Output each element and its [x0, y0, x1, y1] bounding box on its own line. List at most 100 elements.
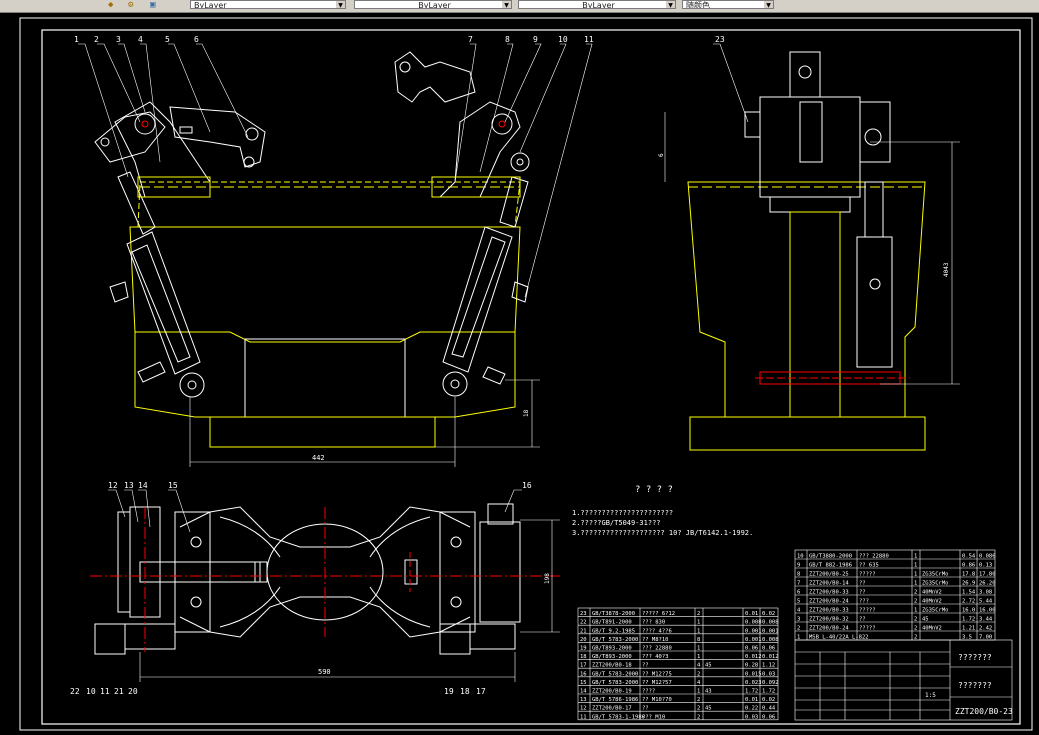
table-cell: 20 — [580, 637, 587, 643]
table-cell: ZZT200/B0-17 — [592, 706, 632, 712]
table-cell: 1 — [914, 563, 917, 569]
drawing-canvas[interactable]: 1 2 3 4 5 6 7 8 9 10 11 442 18 — [0, 12, 1039, 735]
table-cell: 8 — [797, 572, 800, 578]
table-cell: 2.42 — [979, 626, 992, 632]
table-cell: 3.44 — [979, 617, 993, 623]
chevron-down-icon[interactable]: ▼ — [502, 1, 511, 8]
table-cell: 5 — [797, 599, 800, 605]
table-cell: GB/T 882-1986 — [809, 563, 852, 569]
side-view — [664, 43, 960, 451]
table-cell: ?? 635 — [859, 563, 879, 569]
table-cell: ?? M10?70 — [642, 697, 672, 703]
table-cell: 40MnV2 — [922, 590, 942, 596]
part-label: 6 — [194, 35, 199, 44]
inner-border — [41, 29, 1021, 725]
front-view — [78, 43, 593, 467]
table-cell: ZG35CrMo — [922, 581, 949, 587]
table-cell: 4 — [697, 680, 701, 686]
table-cell: ?? — [642, 663, 649, 669]
table-cell: 0.01 — [745, 611, 758, 617]
table-cell: 1 — [914, 572, 917, 578]
table-cell: 1 — [914, 581, 917, 587]
part-label: 18 — [460, 687, 470, 696]
table-cell: 0.001 — [745, 637, 762, 643]
table-cell: 1.12 — [762, 663, 775, 669]
outer-border — [19, 17, 1033, 731]
linetype-combo[interactable]: ByLayer ▼ — [354, 0, 512, 9]
part-label: 3 — [116, 35, 121, 44]
dimension-text: 590 — [318, 668, 331, 676]
part-label: 21 — [114, 687, 124, 696]
part-label: 13 — [124, 481, 134, 490]
table-cell: 8 — [697, 637, 700, 643]
table-cell: 0.092 — [762, 680, 779, 686]
table-cell: ??? 40?3 — [642, 654, 669, 660]
layer-prev-icon[interactable]: ▣ — [150, 0, 156, 10]
table-cell: 0.001 — [762, 628, 779, 634]
table-cell: 7 — [797, 581, 800, 587]
table-cell: ?? — [859, 617, 866, 623]
table-cell: 2.72 — [962, 599, 975, 605]
table-cell: ZZT200/B0-33 — [809, 608, 849, 614]
table-cell: 45 — [705, 706, 712, 712]
layer-state-icon[interactable]: ◆ — [108, 0, 114, 10]
table-cell: 0.02 — [762, 611, 775, 617]
dimension-text: 18 — [523, 409, 530, 417]
table-cell: 45 — [705, 663, 712, 669]
part-label: 12 — [108, 481, 118, 490]
table-cell: ZZT200/B0-18 — [592, 663, 632, 669]
table-cell: 1 — [697, 646, 700, 652]
title-block-text: ??????? ??????? ZZT200/B0-23 1:5 — [925, 653, 1013, 716]
layer-tool-icon[interactable]: ⚙ — [128, 0, 134, 10]
part-label: 10 — [558, 35, 568, 44]
table-cell: 0.012 — [745, 654, 762, 660]
table-cell: 17.8 — [962, 572, 975, 578]
layer-combo[interactable]: ByLayer ▼ — [190, 0, 346, 9]
part-label: 19 — [444, 687, 454, 696]
table-cell: 0.023 — [745, 680, 762, 686]
table-frame — [577, 607, 779, 721]
plotstyle-combo-value: 随颜色 — [686, 1, 710, 9]
table-cell: ZZT200/B0-25 — [809, 572, 849, 578]
chevron-down-icon[interactable]: ▼ — [764, 1, 773, 8]
table-cell: GB/T891-2000 — [592, 620, 632, 626]
dimension-text: 442 — [312, 454, 325, 462]
table-cell: GB/T893-2000 — [592, 654, 632, 660]
part-label: 20 — [128, 687, 138, 696]
chevron-down-icon[interactable]: ▼ — [666, 1, 675, 8]
table-cell: 1 — [697, 620, 700, 626]
table-cell: 0.28 — [745, 663, 758, 669]
drawing-scale: 1:5 — [925, 692, 936, 699]
side-view-labels: 23 4043 6 — [658, 35, 950, 277]
table-cell: 0.03 — [745, 714, 758, 720]
table-cell: GB/T 5783-2000 — [592, 637, 638, 643]
table-cell: ??? — [859, 599, 869, 605]
table-cell: 1 — [697, 654, 700, 660]
part-label: 14 — [138, 481, 148, 490]
table-cell: 19 — [580, 646, 587, 652]
table-cell: ZG35CrMo — [922, 608, 949, 614]
table-cell: 2 — [914, 590, 917, 596]
table-cell: 12 — [580, 706, 587, 712]
plan-view — [90, 489, 560, 682]
table-cell: ?? — [859, 590, 866, 596]
lineweight-combo[interactable]: ByLayer ▼ — [518, 0, 676, 9]
plotstyle-combo[interactable]: 随颜色 ▼ — [682, 0, 774, 9]
part-label: 23 — [715, 35, 725, 44]
part-label: 11 — [100, 687, 110, 696]
table-cell: 4 — [797, 608, 801, 614]
table-cell: ?? M12?57 — [642, 680, 672, 686]
table-cell: 11 — [580, 714, 587, 720]
table-cell: ????? — [859, 572, 876, 578]
drawing-name: ??????? — [958, 681, 992, 690]
dimension-text: 198 — [544, 573, 551, 584]
table-cell: 16 — [580, 671, 587, 677]
table-cell: 15 — [580, 680, 587, 686]
table-cell: 2 — [697, 611, 700, 617]
note-line: 1.?????????????????????? — [572, 509, 673, 517]
table-cell: GB/T 5783-2000 — [592, 671, 638, 677]
table-cell: GB/T893-2000 — [592, 646, 632, 652]
note-line: 3.???????????????????? 10? JB/T6142.1-19… — [572, 529, 753, 537]
chevron-down-icon[interactable]: ▼ — [336, 1, 345, 8]
